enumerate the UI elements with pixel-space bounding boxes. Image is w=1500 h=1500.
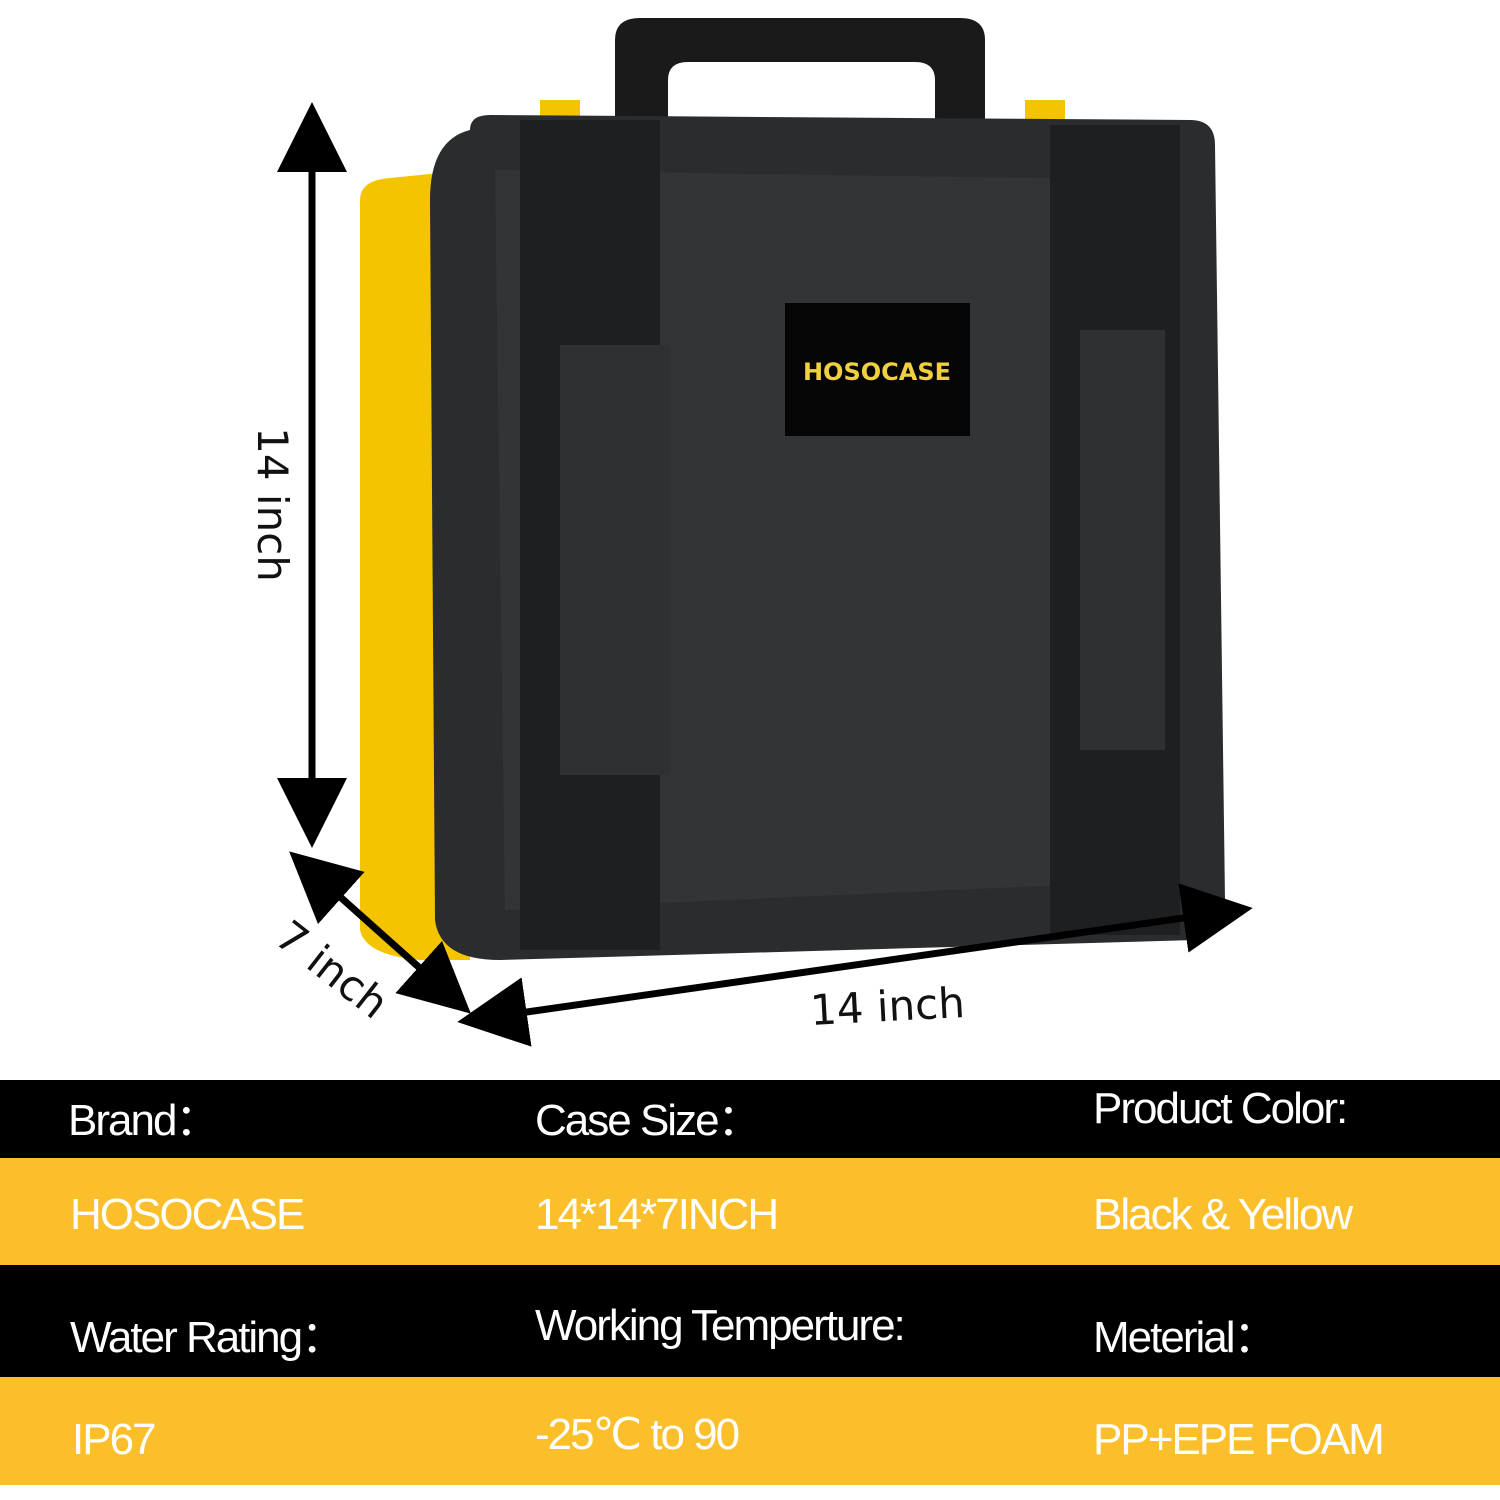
spec-header-row: Brand： Case Size： Product Color: <box>0 1080 1500 1158</box>
material-heading: Meterial： <box>1093 1313 1277 1362</box>
brand-logo: HOSOCASE <box>803 358 951 386</box>
case-image: HOSOCASE <box>277 18 1253 1047</box>
depth-arrow <box>289 851 471 1014</box>
spec-header-row: Water Rating： Working Temperture: Meteri… <box>0 1265 1500 1377</box>
product-color-value: Black & Yellow <box>1093 1190 1353 1239</box>
product-illustration: HOSOCASE 14 inch 7 inch 14 inch <box>247 18 1253 1047</box>
brand-heading: Brand： <box>68 1096 219 1145</box>
height-label: 14 inch <box>247 427 297 582</box>
working-temperature-heading: Working Temperture: <box>535 1301 906 1350</box>
latch-yellow-right <box>1025 100 1065 120</box>
case-size-heading: Case Size： <box>535 1096 762 1145</box>
case-size-value: 14*14*7INCH <box>535 1190 779 1239</box>
spec-value-row: IP67 -25℃ to 90 PP+EPE FOAM <box>0 1377 1500 1485</box>
product-color-heading: Product Color: <box>1093 1084 1348 1133</box>
brand-value: HOSOCASE <box>70 1190 305 1239</box>
handle <box>615 18 985 160</box>
material-value: PP+EPE FOAM <box>1093 1415 1385 1464</box>
working-temperature-value: -25℃ to 90 <box>535 1410 740 1459</box>
water-rating-value: IP67 <box>72 1415 157 1464</box>
latch-yellow-left <box>540 100 580 120</box>
width-arrow <box>457 883 1253 1047</box>
water-rating-heading: Water Rating： <box>70 1313 345 1362</box>
spec-value-row: HOSOCASE 14*14*7INCH Black & Yellow <box>0 1158 1500 1265</box>
logo-plate <box>785 303 970 436</box>
width-label: 14 inch <box>808 977 966 1036</box>
